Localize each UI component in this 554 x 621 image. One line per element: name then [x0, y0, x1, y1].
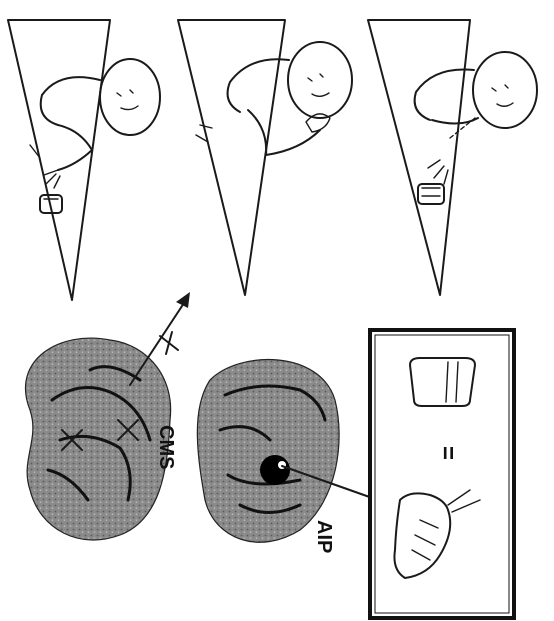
panel-reach-again	[368, 20, 537, 295]
inset-cup-equals-grasp: =	[370, 330, 514, 618]
equals-sign: =	[434, 446, 461, 460]
brain-aip	[197, 360, 339, 543]
panel-hand-to-mouth	[178, 20, 352, 295]
brain-cms	[25, 338, 170, 540]
panel-reach-for-cup	[8, 20, 160, 300]
aip-label: AIP	[313, 520, 335, 553]
cms-label: CMS	[155, 425, 177, 469]
